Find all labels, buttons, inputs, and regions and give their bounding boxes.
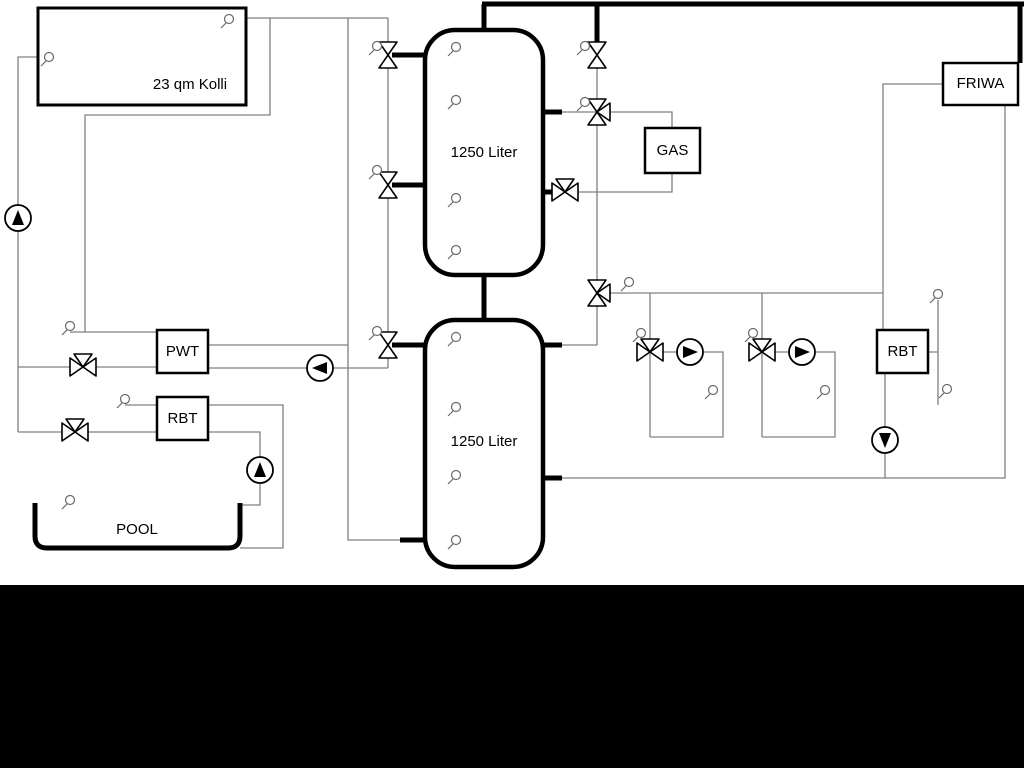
three-way-valve-icon [69, 353, 97, 377]
letterbox-bottom [0, 585, 1024, 768]
solar-pump-icon [4, 204, 32, 232]
tank2-label: 1250 Liter [450, 433, 518, 450]
rbt-right-label: RBT [887, 343, 918, 360]
temperature-sensor-icon [61, 494, 76, 510]
pool-label: POOL [116, 521, 158, 538]
three-way-valve-icon [551, 178, 579, 202]
temperature-sensor-icon [938, 383, 953, 399]
friwa-box [941, 61, 1020, 107]
pwt-box [155, 328, 210, 375]
heating-pump-1-icon [676, 338, 704, 366]
piping-thick [392, 1, 1024, 543]
friwa-label: FRIWA [956, 75, 1005, 92]
three-way-valve-icon [61, 418, 89, 442]
temperature-sensor-icon [704, 384, 719, 400]
temperature-sensor-icon [368, 164, 383, 180]
piping-thin [17, 17, 1006, 549]
temperature-sensor-icon [61, 320, 76, 336]
rbt-left-label: RBT [167, 410, 198, 427]
pool-basin [32, 503, 243, 551]
collector-label: 23 qm Kolli [152, 76, 228, 93]
pool-pump-icon [246, 456, 274, 484]
tank1-label: 1250 Liter [450, 144, 518, 161]
rbt-left-box [155, 395, 210, 442]
gas-label: GAS [656, 142, 689, 159]
pipe-thick [392, 1, 1024, 543]
solar-collector [36, 6, 248, 107]
temperature-sensor-icon [620, 276, 635, 292]
heating-pump-2-icon [788, 338, 816, 366]
temperature-sensor-icon [576, 40, 591, 56]
piping-diagram [4, 1, 1024, 570]
buffer-tank-2 [422, 317, 546, 570]
temperature-sensor-icon [368, 40, 383, 56]
three-way-valve-icon [587, 41, 607, 69]
temperature-sensor-icon [816, 384, 831, 400]
pipe [17, 17, 1006, 549]
gas-boiler-box [643, 126, 702, 175]
three-way-valve-icon [587, 279, 611, 307]
temperature-sensor-icon [929, 288, 944, 304]
rbt-pump-icon [871, 426, 899, 454]
temperature-sensor-icon [116, 393, 131, 409]
pwt-pump-icon [306, 354, 334, 382]
buffer-tank-1 [422, 27, 546, 278]
temperature-sensor-icon [368, 325, 383, 341]
rbt-right-box [875, 328, 930, 375]
pwt-label: PWT [165, 343, 200, 360]
temperature-sensor-icon [576, 96, 591, 112]
